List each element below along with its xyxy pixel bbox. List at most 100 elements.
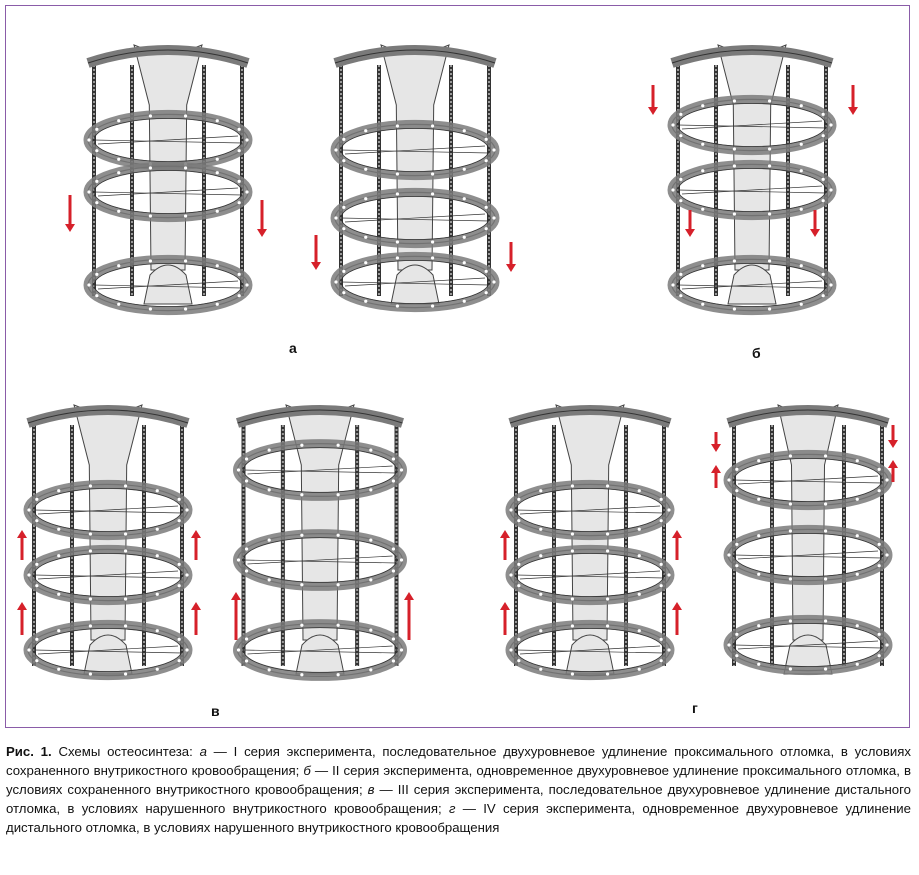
red-arrowhead: [191, 602, 201, 610]
ring-hole: [336, 533, 340, 537]
red-arrowhead: [648, 107, 658, 115]
ring-hole: [667, 573, 671, 577]
ring-hole: [701, 264, 705, 268]
ring-hole: [95, 149, 99, 153]
ring-hole: [679, 134, 683, 138]
ring-hole: [267, 578, 271, 582]
ring-hole: [637, 489, 641, 493]
ring-hole: [244, 457, 249, 461]
red-arrowhead: [17, 602, 27, 610]
ring-hole: [855, 497, 859, 501]
caption-letter-g: г: [448, 801, 456, 816]
ring-hole: [155, 527, 159, 531]
ring-hole: [88, 672, 93, 676]
ring-hole: [177, 562, 181, 566]
ring-hole: [57, 527, 61, 531]
red-arrowhead: [848, 107, 858, 115]
ring-hole: [177, 519, 181, 523]
ring-hole: [236, 558, 241, 562]
ring-hole: [391, 637, 396, 641]
ring-hole: [509, 508, 513, 512]
ring-hole: [821, 199, 825, 203]
ring-hole: [342, 205, 346, 209]
ring-hole: [877, 489, 881, 493]
red-arrowhead: [311, 262, 321, 270]
ring-hole: [395, 256, 400, 260]
ring-hole: [215, 157, 219, 161]
ring-hole: [799, 264, 803, 268]
ring-hole: [87, 190, 91, 194]
ring-hole: [430, 192, 435, 196]
ring-hole: [735, 542, 739, 546]
ring-hole: [517, 637, 521, 641]
top-half-ring-outline: [27, 409, 189, 424]
top-half-ring-outline: [334, 49, 496, 64]
ring-hole: [185, 508, 189, 512]
ring-hole: [35, 562, 39, 566]
wire: [340, 149, 490, 154]
ring-hole: [369, 448, 373, 452]
ring-hole: [391, 479, 396, 483]
ring-hole: [539, 629, 543, 633]
ring-hole: [364, 261, 368, 265]
ring-hole: [679, 199, 683, 203]
ring-hole: [369, 538, 373, 542]
ring-hole: [462, 235, 466, 239]
bone: [380, 44, 450, 271]
wire: [733, 554, 883, 559]
ring-hole: [659, 659, 663, 663]
ring-hole: [87, 138, 91, 142]
ring-hole: [788, 577, 793, 581]
ring-hole: [57, 592, 61, 596]
ring-hole: [462, 299, 466, 303]
ring-hole: [177, 637, 181, 641]
ring-hole: [245, 283, 249, 287]
ring-hole: [336, 493, 340, 497]
wire: [33, 649, 183, 654]
bone: [133, 44, 203, 271]
ring-hole: [177, 659, 181, 663]
ring-hole: [732, 147, 737, 151]
ring-hole: [877, 564, 881, 568]
wire: [344, 277, 486, 287]
ring-hole: [605, 672, 610, 676]
ring-hole: [148, 214, 153, 218]
wire: [243, 559, 397, 564]
ring-hole: [88, 484, 93, 488]
ring-hole: [570, 532, 575, 536]
red-arrowhead: [711, 465, 721, 473]
ring-hole: [391, 569, 396, 573]
ring-hole: [885, 478, 889, 482]
wire: [677, 284, 827, 289]
ring-hole: [701, 207, 705, 211]
wire: [247, 555, 393, 565]
ring-hole: [95, 294, 99, 298]
ring-hole: [148, 259, 153, 263]
ring-hole: [732, 99, 737, 103]
ring-hole: [117, 302, 121, 306]
ring-hole: [215, 302, 219, 306]
ring-hole: [539, 592, 543, 596]
panel-label-b: б: [752, 345, 761, 361]
ring-hole: [823, 529, 828, 533]
ring-hole: [183, 259, 188, 263]
ring-hole: [27, 573, 31, 577]
ring-hole: [148, 166, 153, 170]
ring-hole: [823, 502, 828, 506]
ring-hole: [391, 547, 396, 551]
ring-hole: [492, 148, 496, 152]
ring-hole: [245, 190, 249, 194]
ring-hole: [732, 307, 737, 311]
apparatus-g2: [723, 404, 893, 676]
apparatus-a2: [330, 44, 500, 313]
ring-hole: [735, 632, 739, 636]
wire: [681, 280, 823, 290]
ring-hole: [788, 502, 793, 506]
ring-hole: [123, 624, 128, 628]
caption-letter-v: в: [367, 782, 375, 797]
ring-hole: [215, 171, 219, 175]
ring-hole: [735, 654, 739, 658]
ring-hole: [237, 149, 241, 153]
ring-hole: [570, 597, 575, 601]
ring-hole: [732, 164, 737, 168]
